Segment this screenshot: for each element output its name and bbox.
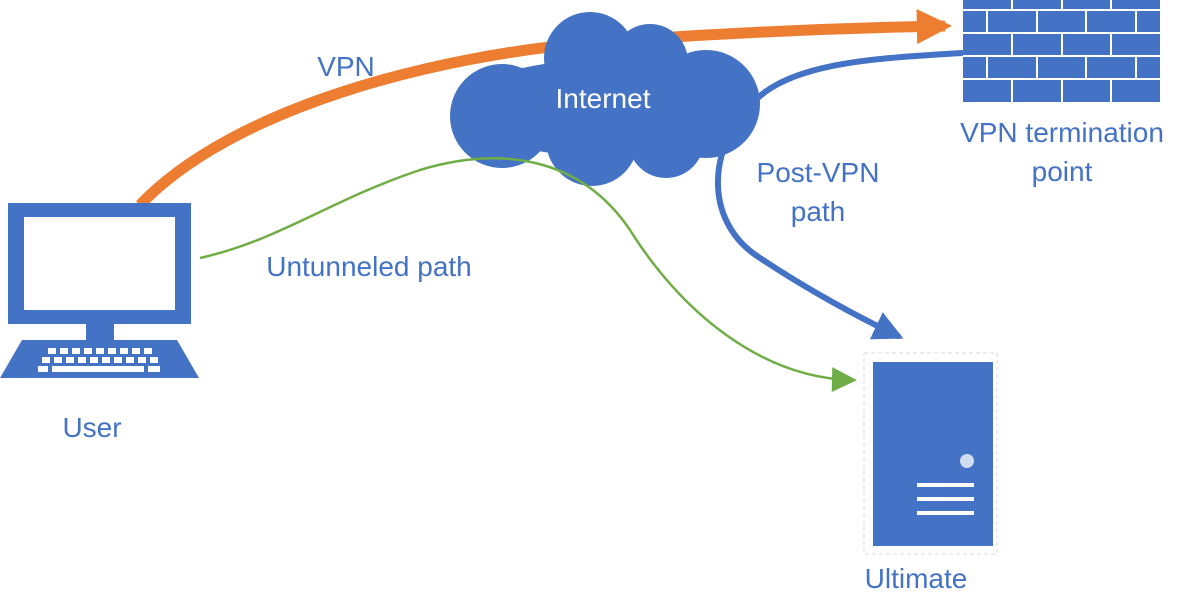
post-vpn-path-label-line2: path [791,196,846,227]
laptop-icon [0,203,199,378]
firewall-icon [963,0,1160,102]
internet-label: Internet [556,83,651,114]
untunneled-path-label: Untunneled path [266,251,472,282]
vpn-path-label: VPN [317,51,375,82]
cloud-icon [450,12,760,186]
ultimate-label: Ultimate [865,563,968,594]
server-icon [863,352,998,555]
post-vpn-path [714,50,965,340]
post-vpn-path-label-line1: Post-VPN [757,157,880,188]
untunneled-path [199,157,857,393]
vpn-termination-label-line2: point [1032,156,1093,187]
user-label: User [62,412,121,443]
vpn-termination-label-line1: VPN termination [960,117,1164,148]
